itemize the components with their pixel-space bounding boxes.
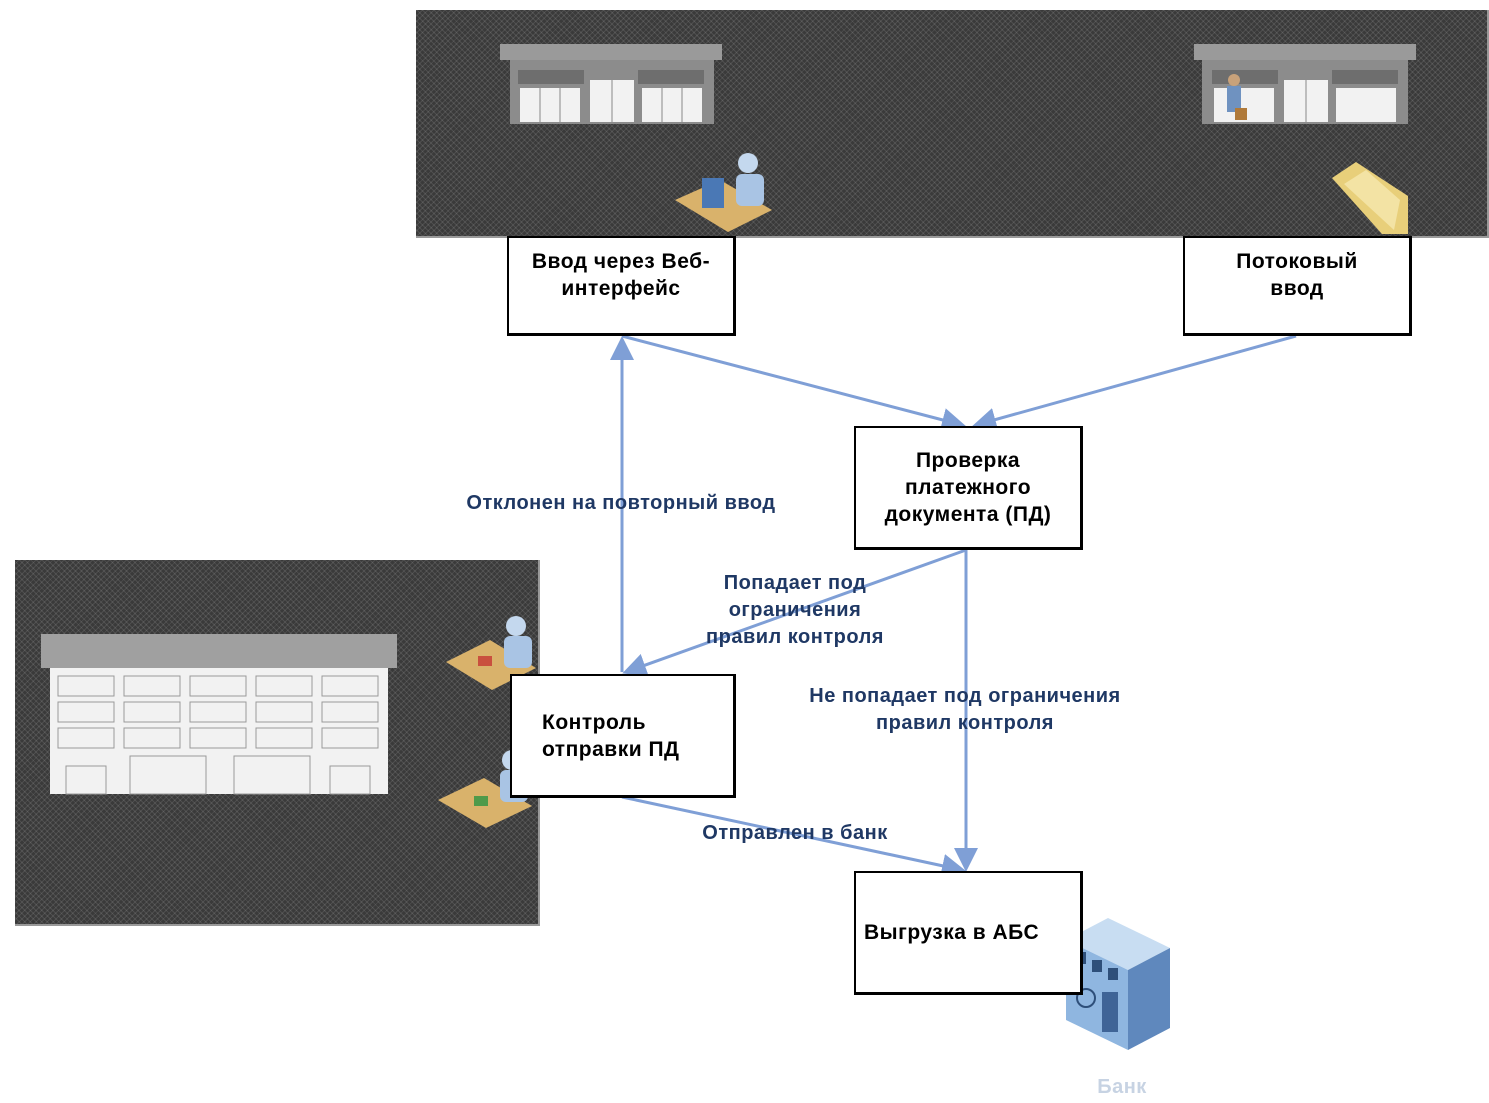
clerk-at-desk-icon [675,153,772,232]
box-check-document: Проверка платежного документа (ПД) [854,426,1083,550]
label-bank: Банк [1097,1076,1147,1098]
arrow-check-to-control [622,548,967,677]
box-web-input: Ввод через Веб- интерфейс [507,236,736,336]
store-icon [500,44,722,124]
store-icon [1194,44,1416,124]
arrow-control-to-export [621,795,966,878]
box-stream-input: Потоковый ввод [1183,236,1412,336]
office-building-icon [41,634,397,795]
arrow-web-to-check [621,334,966,432]
label-not-restricted: Не попадает под ограничения правил контр… [809,685,1121,734]
arrow-stream-to-check [972,334,1297,432]
label-rejected: Отклонен на повторный ввод [466,492,776,514]
folder-icon [1332,162,1408,234]
label-sent: Отправлен в банк [702,822,888,844]
box-export-abs: Выгрузка в АБС [854,871,1083,995]
label-restricted: Попадает под ограничения правил контроля [706,572,884,648]
box-control-send: Контроль отправки ПД [510,674,736,798]
